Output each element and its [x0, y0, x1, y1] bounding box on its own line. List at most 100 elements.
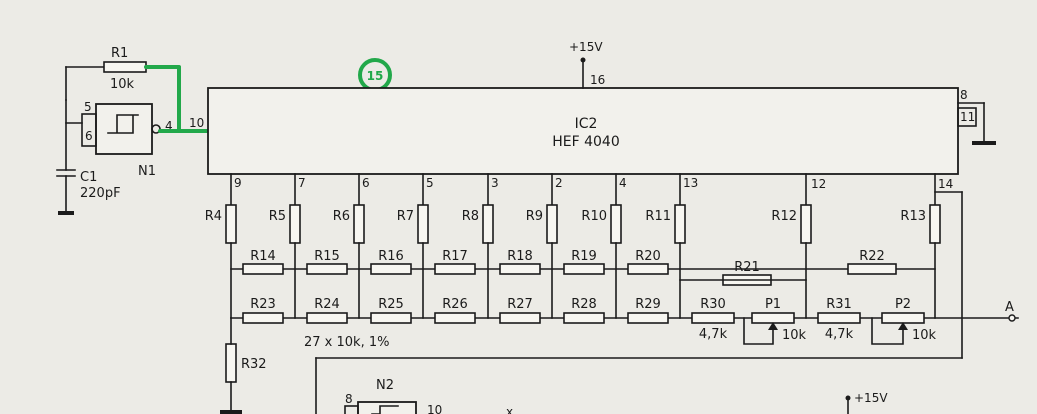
resistor-value-r31: 4,7k — [825, 327, 854, 342]
resistor-label-r20: R20 — [635, 249, 661, 264]
ic2-q-pin: 6 — [362, 176, 370, 190]
ic2-q-pin: 14 — [938, 177, 953, 191]
ic2-q-pin: 5 — [426, 176, 434, 190]
output-label: A — [1005, 300, 1014, 315]
resistor-r13 — [929, 204, 941, 244]
bottom-supply-label: +15V — [854, 391, 888, 405]
resistor-r25 — [370, 312, 412, 324]
n2-pin10: 10 — [427, 403, 442, 414]
c1-value: 220pF — [80, 186, 121, 201]
resistor-r30 — [691, 312, 735, 324]
resistor-label-r29: R29 — [635, 297, 661, 312]
resistor-label-r21: R21 — [734, 260, 760, 275]
resistor-r4 — [225, 204, 237, 244]
resistor-r28 — [563, 312, 605, 324]
ic2-q-pin: 3 — [491, 176, 499, 190]
resistor-label-r18: R18 — [507, 249, 533, 264]
ic2-q-pin: 7 — [298, 176, 306, 190]
ic2-chip — [207, 87, 959, 175]
resistor-label-r25: R25 — [378, 297, 404, 312]
ic2-name: IC2 — [575, 116, 598, 132]
resistor-label-r24: R24 — [314, 297, 340, 312]
resistor-r20 — [627, 263, 669, 275]
resistor-r15 — [306, 263, 348, 275]
resistor-label-r17: R17 — [442, 249, 468, 264]
oscillator-section: R1 10k C1 220pF 5 6 4 N1 — [56, 46, 181, 215]
feedback-section: N2 8 10 x ... +15V — [315, 191, 963, 414]
potentiometer-label-p2: P2 — [895, 297, 911, 312]
resistor-label-r15: R15 — [314, 249, 340, 264]
ic2-q-pin: 12 — [811, 177, 826, 191]
resistor-r27 — [499, 312, 541, 324]
potentiometer-value-p1: 10k — [782, 328, 807, 343]
resistor-r5 — [289, 204, 301, 244]
n1-pin4: 4 — [165, 119, 173, 133]
ic2-pin11: 11 — [960, 110, 975, 124]
resistor-r14 — [242, 263, 284, 275]
highlighted-trace — [144, 65, 212, 133]
resistor-label-r32: R32 — [241, 357, 267, 372]
ic2-q-pin: 2 — [555, 176, 563, 190]
n1-label: N1 — [138, 164, 156, 179]
resistor-label-r26: R26 — [442, 297, 468, 312]
ic2-part: HEF 4040 — [552, 134, 620, 150]
resistor-r1 — [103, 61, 147, 73]
resistor-label-r28: R28 — [571, 297, 597, 312]
ic2-section: IC2 HEF 4040 10 +15V 16 8 11 — [189, 40, 996, 175]
n2-label: N2 — [376, 378, 394, 393]
potentiometer-label-p1: P1 — [765, 297, 781, 312]
resistor-r8 — [482, 204, 494, 244]
resistor-label-r6: R6 — [333, 209, 350, 224]
resistor-note: 27 x 10k, 1% — [304, 335, 389, 350]
supply-pin: 16 — [590, 73, 605, 87]
resistor-label-r10: R10 — [581, 209, 607, 224]
resistor-ladder: 9 R4 7 R5 6 R6 5 R7 3 R8 2 R9 4 R10 — [205, 173, 1019, 414]
ic2-pin8: 8 — [960, 88, 968, 102]
r1-value: 10k — [110, 77, 135, 92]
resistor-label-r16: R16 — [378, 249, 404, 264]
resistor-r12 — [800, 204, 812, 244]
marker-number: 15 — [367, 69, 384, 83]
resistor-r23 — [242, 312, 284, 324]
resistor-label-r12: R12 — [771, 209, 797, 224]
resistor-label-r31: R31 — [826, 297, 852, 312]
gate-n2 — [357, 401, 417, 414]
c1-label: C1 — [80, 170, 97, 185]
resistor-r32 — [225, 343, 237, 383]
n1-pin5: 5 — [84, 100, 92, 114]
highlight-annotation: 15 — [144, 58, 392, 133]
resistor-r26 — [434, 312, 476, 324]
resistor-label-r30: R30 — [700, 297, 726, 312]
resistor-label-r7: R7 — [397, 209, 414, 224]
resistor-label-r14: R14 — [250, 249, 276, 264]
resistor-label-r19: R19 — [571, 249, 597, 264]
resistor-r11 — [674, 204, 686, 244]
resistor-r19 — [563, 263, 605, 275]
resistor-label-r23: R23 — [250, 297, 276, 312]
resistor-label-r5: R5 — [269, 209, 286, 224]
ic2-q-pin: 4 — [619, 176, 627, 190]
resistor-label-r9: R9 — [526, 209, 543, 224]
resistor-label-r11: R11 — [645, 209, 671, 224]
schmitt-trigger-icon — [107, 114, 139, 134]
n1-pin6: 6 — [85, 129, 93, 143]
resistor-label-r13: R13 — [900, 209, 926, 224]
resistor-label-r27: R27 — [507, 297, 533, 312]
resistor-r22 — [847, 263, 897, 275]
resistor-value-r30: 4,7k — [699, 327, 728, 342]
resistor-r7 — [417, 204, 429, 244]
resistor-label-r8: R8 — [462, 209, 479, 224]
resistor-r9 — [546, 204, 558, 244]
supply-label: +15V — [569, 40, 603, 54]
resistor-r18 — [499, 263, 541, 275]
resistor-r16 — [370, 263, 412, 275]
resistor-label-r4: R4 — [205, 209, 222, 224]
bottom-partial-text: x ... — [506, 405, 528, 414]
resistor-r24 — [306, 312, 348, 324]
resistor-label-r22: R22 — [859, 249, 885, 264]
potentiometer-value-p2: 10k — [912, 328, 937, 343]
resistor-r31 — [817, 312, 861, 324]
ic2-q-pin: 9 — [234, 176, 242, 190]
ic2-q-pin: 13 — [683, 176, 698, 190]
potentiometer-p2 — [881, 312, 925, 324]
